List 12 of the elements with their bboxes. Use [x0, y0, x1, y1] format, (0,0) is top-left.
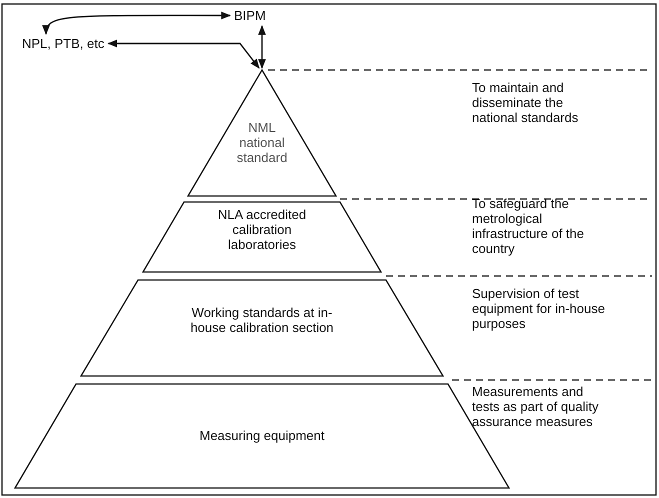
layer-label: Measuring equipment [198, 428, 326, 443]
layer-label: Working standards at in-house calibration section [189, 305, 335, 335]
organization-label: NPL, PTB, etc [22, 36, 104, 51]
layer-label: NML national standard [236, 120, 288, 165]
purpose-text: To maintain and disseminate the national standards [472, 80, 580, 125]
double-arrow [107, 40, 260, 69]
layer-label: NLA accredited calibration laboratories [216, 207, 308, 252]
organization-label: BIPM [234, 8, 266, 23]
double-arrow [43, 12, 231, 35]
purpose-text: Supervision of test equipment for in-house purposes [472, 286, 606, 331]
purpose-text: Measurements and tests as part of quality assurance measures [472, 384, 600, 429]
double-arrow [258, 25, 266, 69]
